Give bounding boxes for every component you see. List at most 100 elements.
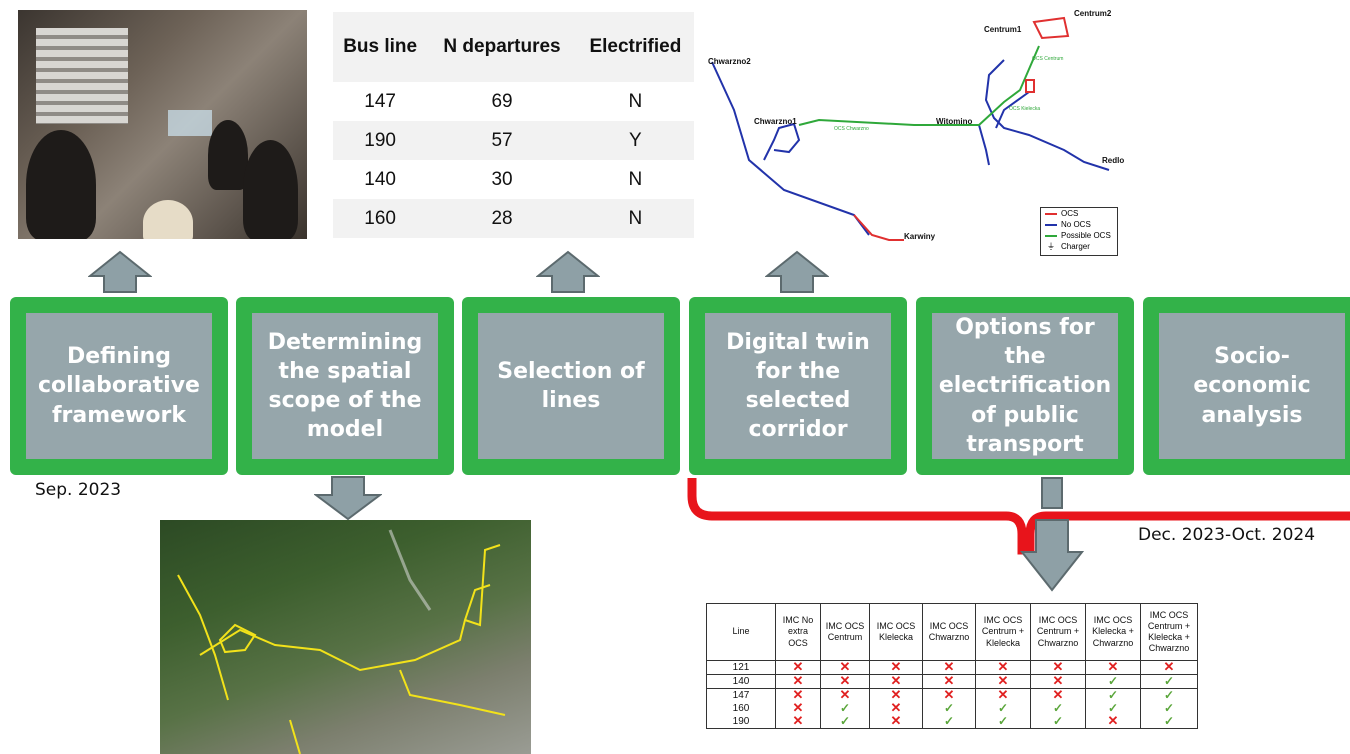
- legend-label: Possible OCS: [1061, 231, 1111, 240]
- stop-label: Chwarzno1: [754, 117, 797, 126]
- mark-cell: ✓: [1140, 715, 1198, 729]
- stop-label: Witomino: [936, 117, 972, 126]
- step-label: Determining the spatial scope of the mod…: [252, 313, 438, 459]
- legend-item: ⏚ Charger: [1041, 241, 1117, 252]
- table-row: 190 57 Y: [333, 121, 694, 160]
- mark-cell: ✓: [1140, 700, 1198, 715]
- check-icon: ✓: [1052, 713, 1064, 728]
- check-icon: ✓: [943, 713, 955, 728]
- step-label: Socio-economic analysis: [1159, 313, 1345, 459]
- cell: 69: [427, 82, 577, 121]
- header-option: IMC No extra OCS: [775, 603, 821, 661]
- check-icon: ✓: [839, 713, 851, 728]
- line-cell: 160: [706, 702, 776, 715]
- cell: Y: [576, 121, 694, 160]
- start-date: Sep. 2023: [35, 480, 122, 500]
- cell: N: [576, 82, 694, 121]
- legend-label: OCS: [1061, 209, 1079, 218]
- cell: 140: [333, 160, 428, 199]
- mark-cell: ✓: [922, 713, 976, 729]
- mark-cell: ✓: [1085, 674, 1141, 689]
- route-overlay: [177, 529, 506, 754]
- stop-label: Centrum2: [1074, 9, 1112, 18]
- arrow-down-icon: [1020, 477, 1084, 592]
- mark-cell: ✕: [1085, 713, 1141, 729]
- network-map: Chwarzno2 Chwarzno1 Witomino Redlowo Kar…: [708, 9, 1124, 241]
- check-icon: ✓: [1163, 687, 1175, 702]
- cross-icon: ✕: [839, 659, 851, 674]
- check-icon: ✓: [1163, 700, 1175, 715]
- arrow-up-icon: [765, 250, 829, 293]
- cross-icon: ✕: [839, 673, 851, 688]
- cross-icon: ✕: [1163, 659, 1175, 674]
- header-electrified: Electrified: [576, 12, 694, 82]
- person-silhouette: [143, 200, 193, 239]
- step-digital-twin: Digital twin for the selected corridor: [689, 297, 907, 475]
- cell: 190: [333, 121, 428, 160]
- cell: N: [576, 160, 694, 199]
- cross-icon: ✕: [792, 687, 804, 702]
- arrow-up-icon: [536, 250, 600, 293]
- map-legend: OCS No OCS Possible OCS ⏚Charger: [1040, 207, 1118, 256]
- header-option: IMC OCS Centrum + Klelecka + Chwarzno: [1140, 603, 1198, 661]
- legend-label: Charger: [1061, 242, 1090, 251]
- route-ocs: [1025, 79, 1035, 93]
- cell: 147: [333, 82, 428, 121]
- mark-cell: ✕: [1140, 659, 1198, 675]
- cell: 160: [333, 199, 428, 238]
- cell: N: [576, 199, 694, 238]
- segment-label: OCS Chwarzno: [834, 126, 869, 132]
- header-option: IMC OCS Centrum: [820, 603, 870, 661]
- swatch: [1045, 212, 1057, 215]
- charger-icon: ⏚: [1047, 242, 1055, 251]
- step-label: Defining collaborative framework: [26, 313, 212, 459]
- header-option: IMC OCS Centrum + Klelecka: [975, 603, 1031, 661]
- cross-icon: ✕: [1052, 687, 1064, 702]
- mark-cell: ✕: [775, 714, 821, 729]
- cell: 30: [427, 160, 577, 199]
- person-silhouette: [243, 140, 298, 239]
- table-row: 147 69 N: [333, 82, 694, 121]
- segment-label: OCS Centrum: [1032, 56, 1063, 62]
- header-bus-line: Bus line: [333, 12, 428, 82]
- table-row: 121✕✕✕✕✕✕✕✕: [706, 659, 1198, 675]
- line-cell: 140: [706, 674, 776, 689]
- cross-icon: ✕: [890, 687, 902, 702]
- stop-label: Karwiny: [904, 232, 936, 241]
- route-possible-ocs: [798, 45, 1040, 126]
- stop-label: Centrum1: [984, 25, 1022, 34]
- legend-item: OCS: [1041, 208, 1117, 219]
- arrow-up-icon: [88, 250, 152, 293]
- check-icon: ✓: [1163, 673, 1175, 688]
- mark-cell: ✓: [1030, 713, 1086, 729]
- cross-icon: ✕: [943, 673, 955, 688]
- cell: 57: [427, 121, 577, 160]
- cross-icon: ✕: [890, 659, 902, 674]
- step-defining-framework: Defining collaborative framework: [10, 297, 228, 475]
- table-row: 160✕✓✕✓✓✓✓✓: [706, 700, 1198, 715]
- cross-icon: ✕: [1107, 713, 1119, 728]
- cross-icon: ✕: [792, 673, 804, 688]
- cross-icon: ✕: [943, 687, 955, 702]
- check-icon: ✓: [997, 700, 1009, 715]
- mark-cell: ✓: [975, 713, 1031, 729]
- monitor-glow: [168, 110, 212, 136]
- meeting-photo: [18, 10, 307, 239]
- route-ocs: [1032, 16, 1070, 40]
- route-no-ocs: [984, 59, 1110, 171]
- line-cell: 147: [706, 688, 776, 702]
- cross-icon: ✕: [1052, 659, 1064, 674]
- swatch: [1045, 223, 1057, 226]
- cross-icon: ✕: [997, 687, 1009, 702]
- mark-cell: ✓: [820, 713, 870, 729]
- table-row: 140 30 N: [333, 160, 694, 199]
- stop-label: Chwarzno2: [708, 57, 751, 66]
- route-ocs: [853, 214, 904, 241]
- cell: 28: [427, 199, 577, 238]
- check-icon: ✓: [997, 713, 1009, 728]
- cross-icon: ✕: [997, 659, 1009, 674]
- person-silhouette: [208, 120, 248, 190]
- step-selection-of-lines: Selection of lines: [462, 297, 680, 475]
- table-row: 147✕✕✕✕✕✕✓✓: [706, 687, 1198, 702]
- mark-cell: ✓: [1140, 687, 1198, 702]
